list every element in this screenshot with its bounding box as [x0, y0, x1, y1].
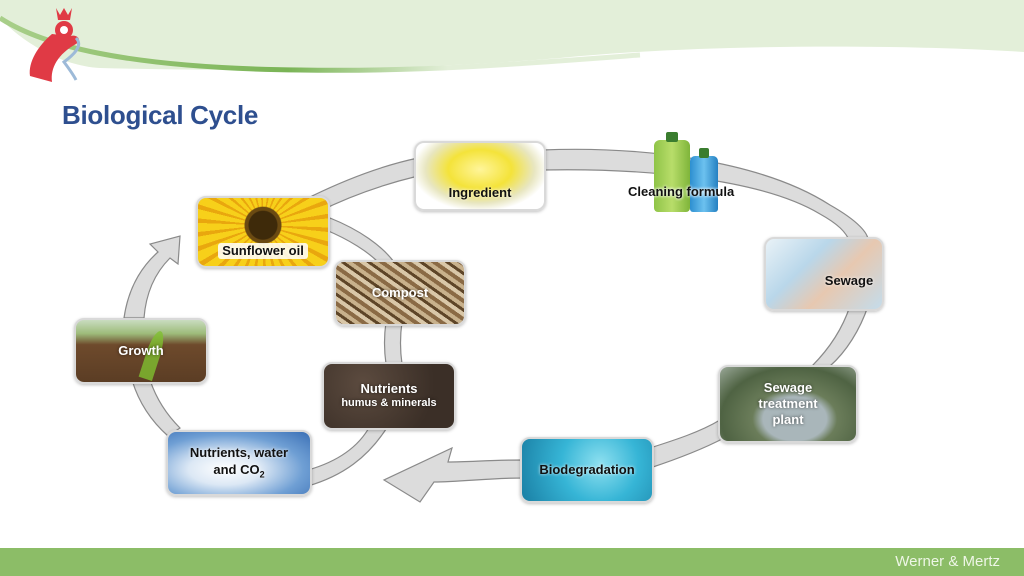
- node-ingredient-label: Ingredient: [448, 184, 512, 200]
- blue-detergent-bottle-icon: [690, 148, 718, 212]
- node-sunflower-oil: Sunflower oil: [196, 196, 330, 268]
- arrow-nutrients-to-nutrients-water: [307, 425, 390, 487]
- node-treatment-line1: Sewage: [763, 379, 813, 395]
- node-sewage-treatment-plant: Sewage treatment plant: [718, 365, 858, 443]
- node-growth: Growth: [74, 318, 208, 384]
- node-ingredient: Ingredient: [414, 141, 546, 211]
- frog-king-logo-icon: [29, 8, 81, 82]
- node-cleaning-formula-label: Cleaning formula: [628, 184, 735, 199]
- co2-subscript: 2: [259, 469, 265, 480]
- node-cleaning-formula: Cleaning formula: [620, 132, 760, 214]
- arrow-biodegradation-to-nutrients-water: [382, 446, 523, 503]
- node-treatment-line3: plant: [772, 412, 804, 428]
- arrow-growth-to-sunflower: [123, 235, 181, 319]
- node-compost: Compost: [334, 260, 466, 326]
- arrow-treatment-to-biodegradation: [649, 419, 725, 469]
- green-detergent-bottle-icon: [654, 132, 690, 212]
- arrow-compost-to-nutrients: [383, 321, 403, 365]
- footer-brand: Werner & Mertz: [895, 553, 1000, 570]
- node-growth-label: Growth: [118, 342, 164, 358]
- arrow-sunflower-to-compost: [325, 217, 396, 263]
- footer-bar: Werner & Mertz: [0, 548, 1024, 576]
- node-nutrients-water-line2: and CO2: [213, 462, 264, 481]
- page-title: Biological Cycle: [62, 100, 259, 130]
- node-biodegradation-label: Biodegradation: [539, 461, 635, 477]
- node-nutrients-humus: Nutrients humus & minerals: [322, 362, 456, 430]
- node-nutrients-label: Nutrients: [360, 381, 418, 396]
- node-nutrients-sublabel: humus & minerals: [341, 397, 437, 410]
- node-nutrients-water-co2: Nutrients, water and CO2: [166, 430, 312, 496]
- node-treatment-line2: treatment: [758, 395, 818, 411]
- arrow-nutrients-water-to-growth: [131, 379, 181, 437]
- node-biodegradation: Biodegradation: [520, 437, 654, 503]
- node-compost-label: Compost: [371, 284, 429, 300]
- node-sewage-label: Sewage: [824, 272, 874, 288]
- node-sewage: Sewage: [764, 237, 884, 311]
- node-sunflower-oil-label: Sunflower oil: [218, 242, 308, 260]
- node-nutrients-water-line1: Nutrients, water: [189, 445, 289, 461]
- arrow-sewage-to-treatment: [810, 305, 869, 367]
- co2-prefix: and CO: [213, 461, 260, 477]
